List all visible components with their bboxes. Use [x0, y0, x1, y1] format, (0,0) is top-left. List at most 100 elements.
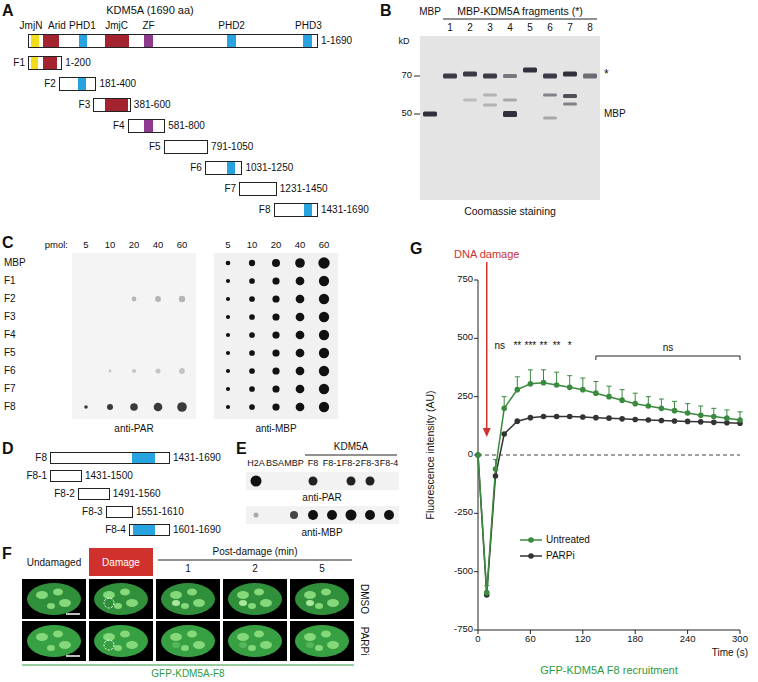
- axis-title: Fluorescence intensity (AU): [424, 391, 436, 520]
- column-label: F8-3: [361, 458, 380, 468]
- nucleus: [228, 583, 282, 615]
- nucleolus: [304, 633, 316, 641]
- protein-title: KDM5A (1690 aa): [106, 4, 193, 17]
- error-bar: [528, 369, 533, 370]
- column-label: MBP: [284, 458, 304, 468]
- protein-band: [543, 74, 557, 79]
- unit-label: kD: [399, 36, 410, 46]
- caption-line: [22, 665, 354, 666]
- band-mark: *: [604, 68, 609, 82]
- column-label: H2A: [247, 458, 265, 468]
- nucleolus: [315, 645, 323, 651]
- tick-label: 0: [468, 449, 473, 460]
- data-marker: [698, 419, 704, 425]
- nucleolus: [126, 641, 138, 649]
- row-label: F3: [4, 311, 16, 323]
- blot-dot: [226, 261, 231, 266]
- nucleolus: [248, 645, 256, 651]
- domain-label: PHD3: [295, 20, 322, 32]
- significance-mark: ***: [525, 340, 537, 352]
- blot-dot: [318, 257, 329, 268]
- blot-dot: [132, 297, 137, 302]
- lane-number: 5: [527, 22, 533, 34]
- blot-dot: [130, 403, 138, 411]
- damage-header: Damage: [102, 557, 140, 569]
- nucleolus: [126, 599, 138, 607]
- marker-size: 50: [401, 108, 412, 119]
- blot-dot: [319, 330, 329, 340]
- marker-size: 70: [401, 70, 412, 81]
- fragment-box: F8-11431-1500: [50, 470, 82, 482]
- lane-number: 6: [547, 22, 553, 34]
- nucleolus: [170, 633, 182, 641]
- arrow-head: [483, 428, 491, 437]
- amount-value: 10: [247, 240, 258, 251]
- fragment-box: F2181-400: [59, 77, 97, 91]
- domain-segment: [133, 525, 155, 535]
- micrograph: [290, 621, 354, 661]
- blot-dot: [107, 404, 113, 410]
- blot-dot: [308, 510, 318, 520]
- micrograph: [22, 579, 86, 619]
- recruitment-spot: [239, 600, 247, 606]
- fragment-box: 1-1690: [28, 34, 318, 48]
- dot-blot-membrane: [246, 472, 399, 490]
- condition-header: Undamaged: [27, 557, 81, 569]
- blot-dot: [226, 315, 230, 319]
- row-label: F2: [4, 293, 16, 305]
- tick-label: 300: [732, 634, 748, 645]
- panel-letter: A: [2, 2, 14, 20]
- blot-dot: [319, 276, 329, 286]
- bracket-line: [158, 560, 352, 561]
- blot-dot: [319, 294, 329, 304]
- error-bar: [580, 378, 585, 379]
- fragment-name: F4: [113, 120, 125, 132]
- blot-dot: [179, 368, 185, 374]
- data-marker: [724, 415, 730, 421]
- legend-label: PARPi: [546, 550, 575, 562]
- group-header: KDM5A: [334, 441, 368, 453]
- blot-dot: [249, 260, 255, 266]
- error-bar: [633, 393, 638, 394]
- nucleus: [94, 625, 148, 657]
- panel-caption: GFP-KDM5A-F8: [151, 668, 224, 680]
- fragment-name: F8-1: [26, 470, 47, 482]
- fragment-box: F3381-600: [93, 98, 131, 112]
- tick-label: 250: [457, 391, 473, 402]
- nucleolus: [193, 641, 205, 649]
- nucleolus: [47, 603, 55, 609]
- data-marker: [685, 410, 691, 416]
- stain-label: Coomassie staining: [464, 205, 556, 217]
- fragment-box: F8-21491-1560: [78, 488, 110, 500]
- error-bar: [484, 585, 489, 586]
- fragment-box: F5791-1050: [164, 140, 208, 154]
- blot-dot: [249, 314, 255, 320]
- data-marker: [580, 387, 586, 393]
- legend-label: Untreated: [546, 534, 590, 546]
- residue-range: 1031-1250: [245, 162, 293, 174]
- nucleolus: [327, 599, 339, 607]
- lane-number: 8: [587, 22, 593, 34]
- significance-mark: ns: [495, 340, 506, 352]
- blot-dot: [296, 349, 305, 358]
- blot-dot: [226, 369, 230, 373]
- domain-segment: [79, 35, 88, 47]
- nucleolus: [181, 645, 189, 651]
- dot-blot-membrane: [246, 506, 399, 524]
- legend-sample: [528, 537, 534, 543]
- recruitment-spot: [172, 642, 180, 648]
- tick-label: 0: [475, 634, 480, 645]
- antibody-label: anti-PAR: [302, 492, 341, 504]
- damage-arrow: [486, 262, 488, 428]
- amount-value: 40: [153, 240, 164, 251]
- blot-dot: [272, 349, 279, 356]
- significance-mark: **: [513, 340, 521, 352]
- blot-dot: [249, 368, 255, 374]
- bracket-line: [305, 455, 397, 456]
- error-bar: [607, 386, 612, 387]
- data-marker: [475, 452, 481, 458]
- amount-label: pmol:: [45, 240, 68, 251]
- nucleolus: [59, 599, 71, 607]
- fragment-name: F8-3: [82, 506, 103, 518]
- micrograph: [223, 621, 287, 661]
